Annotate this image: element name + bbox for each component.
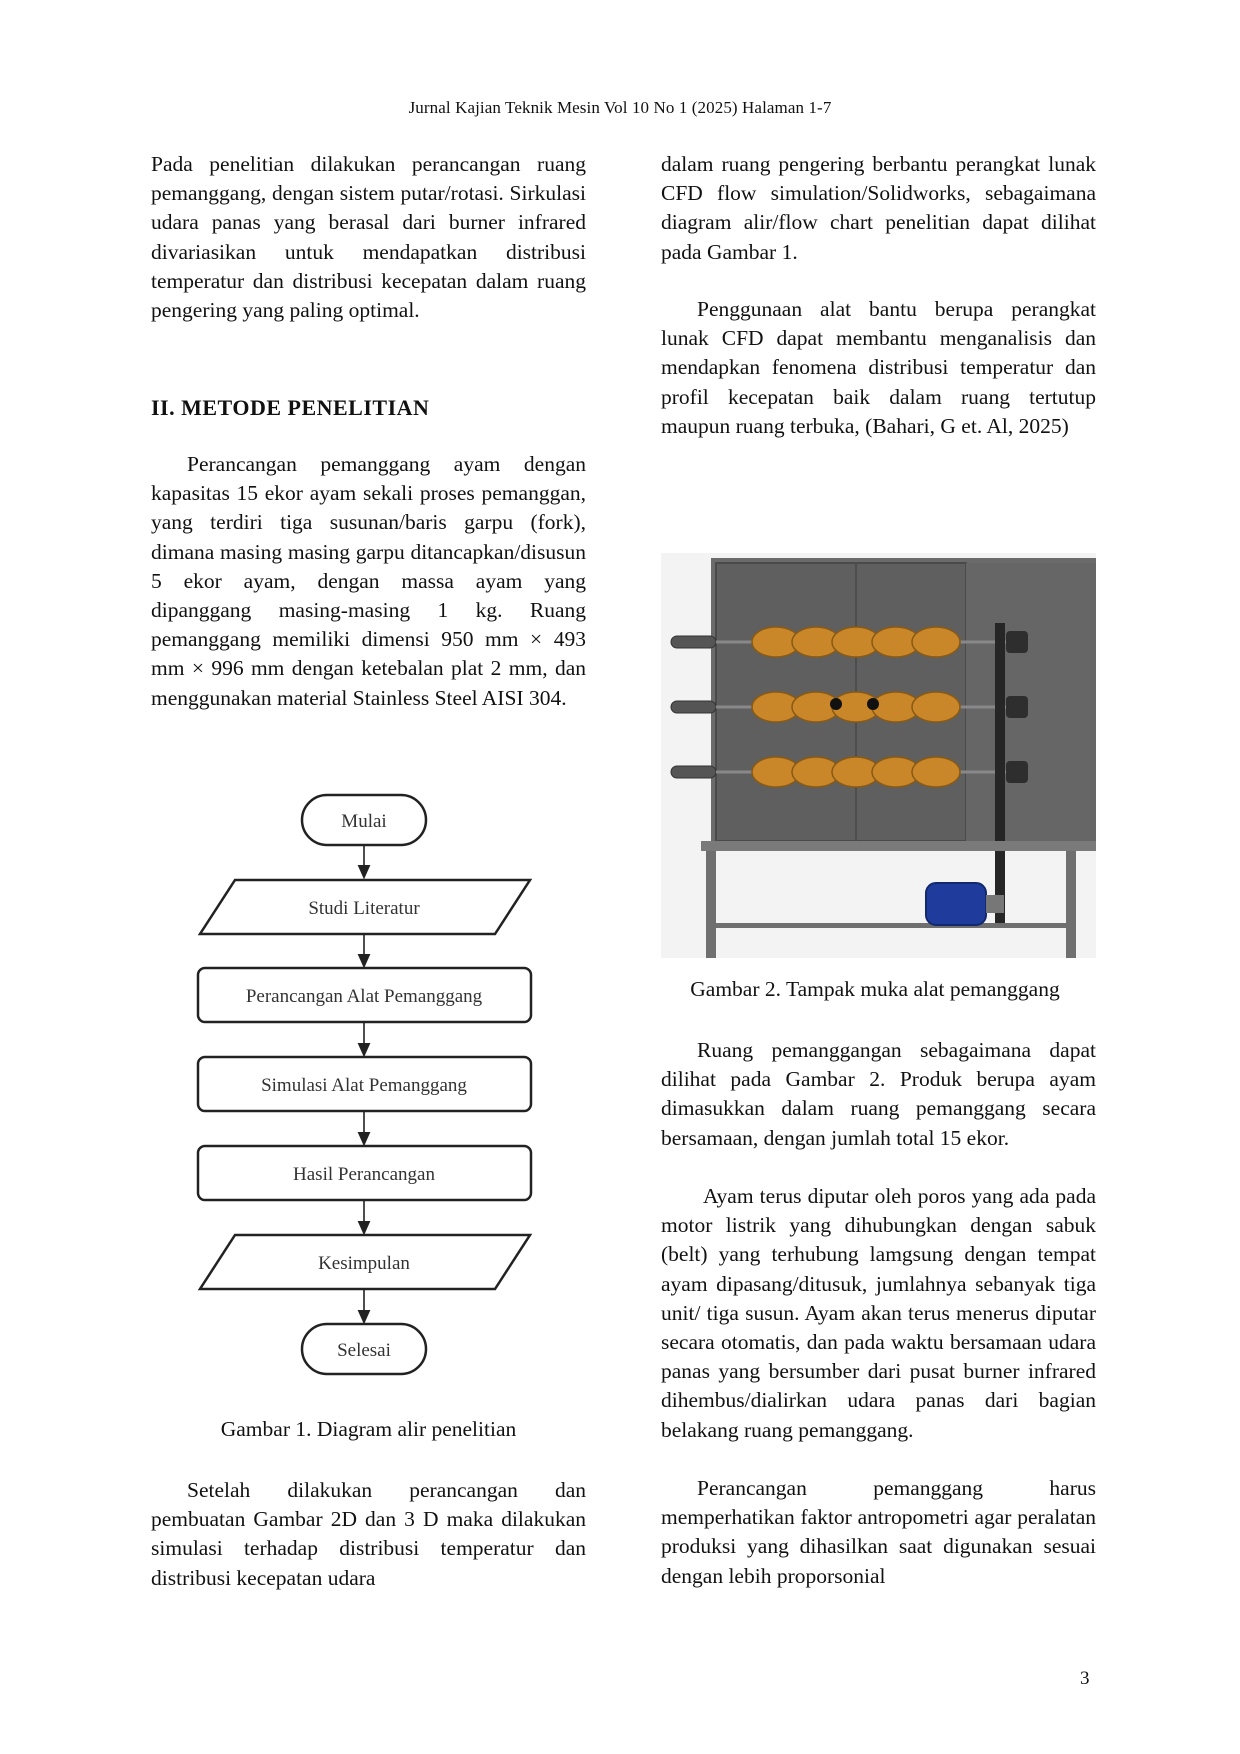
journal-header: Jurnal Kajian Teknik Mesin Vol 10 No 1 (… bbox=[408, 98, 832, 117]
flow-step-simulasi: Simulasi Alat Pemanggang bbox=[261, 1075, 467, 1096]
flow-step-mulai: Mulai bbox=[341, 811, 386, 832]
flow-step-selesai: Selesai bbox=[337, 1340, 391, 1361]
flow-step-hasil: Hasil Perancangan bbox=[293, 1164, 435, 1185]
right-paragraph-5: Perancangan pemanggang harus memperhatik… bbox=[661, 1476, 1096, 1588]
right-paragraph-1: dalam ruang pengering berbantu perangkat… bbox=[661, 152, 1096, 264]
flow-step-studi: Studi Literatur bbox=[308, 898, 420, 919]
flow-parallelogram-studi bbox=[197, 878, 533, 936]
flow-end-terminator bbox=[300, 1322, 428, 1376]
flow-process-simulasi bbox=[196, 1055, 533, 1113]
page-number: 3 bbox=[1080, 1668, 1090, 1689]
flow-process-hasil bbox=[196, 1144, 533, 1202]
figure-2-caption: Gambar 2. Tampak muka alat pemanggang bbox=[690, 977, 1060, 1001]
right-paragraph-4: Ayam terus diputar oleh poros yang ada p… bbox=[661, 1184, 1096, 1442]
section-heading: II. METODE PENELITIAN bbox=[151, 395, 430, 420]
flow-step-kesimpulan: Kesimpulan bbox=[318, 1253, 410, 1274]
flow-parallelogram-kesimpulan bbox=[197, 1233, 533, 1291]
right-paragraph-2: Penggunaan alat bantu berupa perangkat l… bbox=[661, 297, 1096, 438]
flow-process-perancangan bbox=[196, 966, 533, 1024]
roaster-figure bbox=[661, 553, 1096, 958]
flow-start-terminator bbox=[300, 793, 428, 847]
left-paragraph-1: Pada penelitian dilakukan perancangan ru… bbox=[151, 152, 586, 323]
right-paragraph-3: Ruang pemanggangan sebagaimana dapat dil… bbox=[661, 1038, 1096, 1150]
left-paragraph-3: Setelah dilakukan perancangan dan pembua… bbox=[151, 1478, 586, 1590]
flowchart: Mulai Studi Literatur Perancangan Alat P… bbox=[196, 793, 533, 1376]
left-paragraph-2: Perancangan pemanggang ayam dengan kapas… bbox=[151, 452, 586, 710]
flow-step-perancangan: Perancangan Alat Pemanggang bbox=[246, 986, 483, 1007]
figure-1-caption: Gambar 1. Diagram alir penelitian bbox=[220, 1417, 517, 1441]
